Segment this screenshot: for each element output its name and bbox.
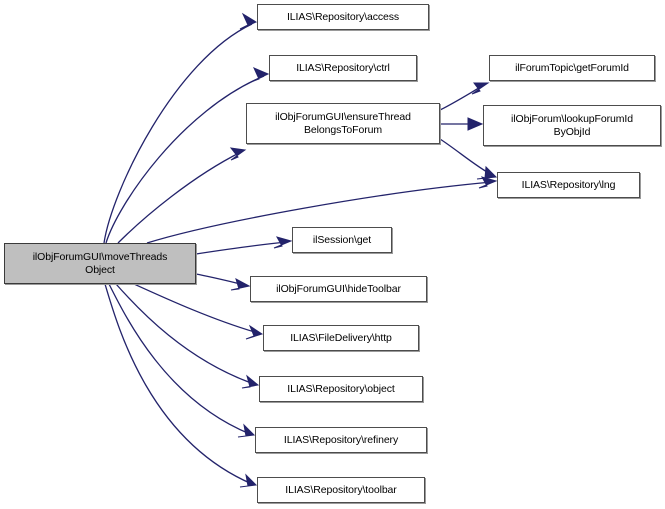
edge-root-to-toolbar (104, 283, 258, 488)
edge-root-to-http (133, 283, 264, 340)
edge-root-to-hideToolbar (195, 273, 251, 291)
graph-node-lng[interactable]: ILIAS\Repository\lng (497, 172, 640, 198)
edge-root-to-object (115, 283, 260, 389)
graph-node-ctrl[interactable]: ILIAS\Repository\ctrl (269, 55, 417, 81)
graph-node-refinery[interactable]: ILIAS\Repository\refinery (255, 427, 427, 453)
graph-node-object[interactable]: ILIAS\Repository\object (259, 376, 423, 402)
graph-node-session[interactable]: ilSession\get (292, 227, 392, 253)
edge-root-to-session (195, 236, 293, 255)
graph-node-hideToolbar[interactable]: ilObjForumGUI\hideToolbar (250, 276, 427, 302)
graph-node-root[interactable]: ilObjForumGUI\moveThreads Object (4, 243, 196, 284)
graph-node-http[interactable]: ILIAS\FileDelivery\http (263, 325, 419, 351)
edge-root-to-ctrl (105, 67, 270, 244)
edge-ensureThread-to-lookupForumId (440, 117, 484, 131)
graph-node-access[interactable]: ILIAS\Repository\access (257, 4, 429, 30)
edge-root-to-access (103, 12, 258, 244)
graph-node-toolbar[interactable]: ILIAS\Repository\toolbar (257, 477, 425, 503)
edge-ensureThread-to-getForumId (439, 82, 490, 111)
graph-node-getForumId[interactable]: ilForumTopic\getForumId (489, 55, 655, 81)
edge-root-to-refinery (108, 283, 256, 438)
edge-root-to-ensureThread (117, 147, 247, 244)
graph-node-lookupForumId[interactable]: ilObjForum\lookupForumId ByObjId (483, 105, 661, 146)
graph-node-ensureThread[interactable]: ilObjForumGUI\ensureThread BelongsToForu… (246, 103, 440, 144)
